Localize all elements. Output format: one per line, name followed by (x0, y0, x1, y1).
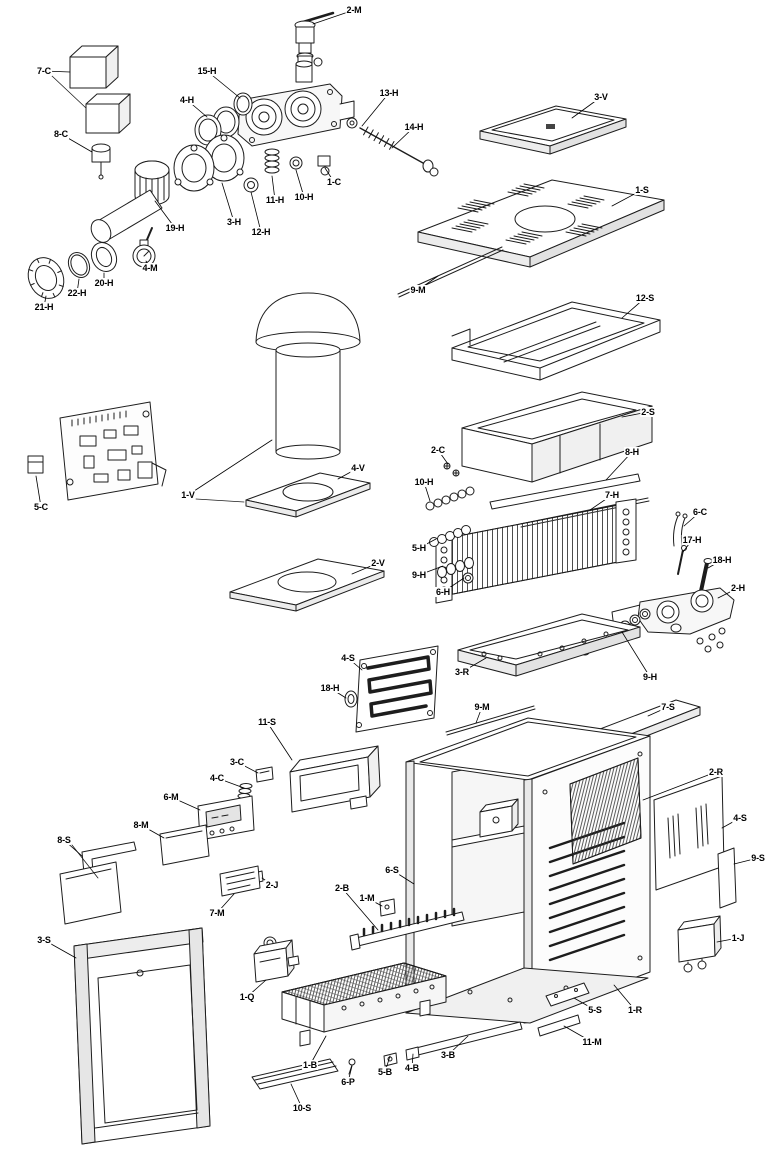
leader-line-7-C (43, 70, 71, 73)
leader-line-5-C (35, 475, 42, 508)
leader-line-2-R (642, 771, 717, 801)
clip (379, 898, 396, 917)
inlet-pipe-assembly (90, 189, 163, 243)
bracket-4B (405, 1046, 420, 1061)
leader-line-7-M (216, 893, 235, 914)
strip-11M (537, 1014, 581, 1037)
bracket-and-panel (59, 841, 137, 925)
hardware-rows (425, 486, 475, 584)
leader-line-13-H (361, 92, 390, 127)
flue-plate-upper (245, 472, 371, 518)
sensor-wires-and-pins (673, 511, 713, 593)
return-header-casting (611, 587, 735, 653)
trim-strip (717, 847, 737, 909)
bushing (91, 143, 111, 180)
bottom-bracket (545, 982, 590, 1007)
leader-line-22-H (76, 278, 80, 294)
leader-line-9-S (733, 857, 759, 865)
leader-line-9-M (475, 706, 483, 724)
small-fittings (243, 155, 331, 193)
leader-line-8-S (63, 839, 83, 857)
coil-spring-small (264, 148, 280, 174)
strip-3B (415, 1021, 523, 1056)
grommet (344, 690, 358, 708)
louvered-panel (251, 1058, 339, 1090)
leader-line-12-H (250, 191, 262, 233)
leader-line-4-V (337, 467, 359, 480)
leader-line-10-S (290, 1083, 303, 1109)
leader-line-10-H (295, 169, 305, 198)
lid-logo (546, 124, 555, 129)
flue-plate-lower (229, 558, 385, 612)
control-circuit-board (59, 401, 167, 501)
leader-line-4-C (216, 777, 245, 789)
rear-panel (569, 757, 642, 865)
retainer-strip (489, 473, 641, 510)
transformer (677, 915, 722, 973)
switch (255, 766, 274, 783)
leader-line-2-B (341, 887, 379, 931)
burner-tray (281, 962, 447, 1047)
relay (27, 455, 44, 474)
temperature-control (197, 795, 255, 841)
leader-line-1-R (613, 984, 636, 1011)
thermometer (132, 227, 156, 268)
leader-line-3-C (236, 761, 259, 774)
leader-line-11-H (271, 175, 276, 201)
header-manifold-casting (237, 60, 355, 147)
coil-panel (355, 645, 439, 733)
leader-line-8-C (60, 133, 93, 153)
front-door-panel (73, 927, 211, 1145)
leader-line-19-H (154, 200, 176, 229)
screws (443, 462, 460, 477)
leader-line-3-H (221, 182, 235, 223)
leader-line-2-C (437, 449, 449, 465)
leader-line-2-J (261, 877, 273, 886)
support-frame (451, 301, 661, 381)
leader-line-11-M (563, 1025, 593, 1043)
burner-tray-pan (457, 613, 641, 677)
rod-lower (445, 705, 536, 736)
flue-collector (255, 292, 361, 460)
vented-top-panel (417, 179, 665, 268)
top-lid (479, 105, 627, 155)
leader-line-6-M (170, 796, 201, 811)
pressure-relief-valve (294, 11, 335, 70)
leader-line-9-M (417, 275, 439, 291)
heat-exchanger (435, 498, 637, 604)
leader-line-4-S (721, 817, 741, 829)
gas-valve (253, 936, 300, 983)
burner-manifold (349, 907, 465, 951)
leader-line-9-H (621, 631, 651, 678)
mounting-plate (159, 824, 210, 866)
leader-line-3-S (43, 939, 77, 959)
leader-line-10-H (423, 481, 431, 502)
part-5B (383, 1052, 398, 1067)
leader-line-4-H (186, 99, 208, 118)
bolt-and-spring (346, 117, 439, 177)
leader-line-11-S (266, 721, 293, 761)
leader-line-15-H (206, 70, 241, 99)
combustion-chamber-box (461, 391, 653, 483)
control-housing (289, 745, 381, 813)
outer-side-panel (653, 775, 725, 891)
junction-boxes (69, 45, 131, 134)
label-plate (219, 865, 261, 897)
leader-line-18-H (329, 687, 347, 699)
union-parts (27, 241, 118, 299)
leader-line-1-V (187, 439, 273, 496)
flange-pair (173, 134, 245, 192)
leader-line-14-H (391, 126, 415, 149)
leader-line-8-M (140, 824, 165, 839)
leader-line-1-Q (246, 979, 267, 998)
